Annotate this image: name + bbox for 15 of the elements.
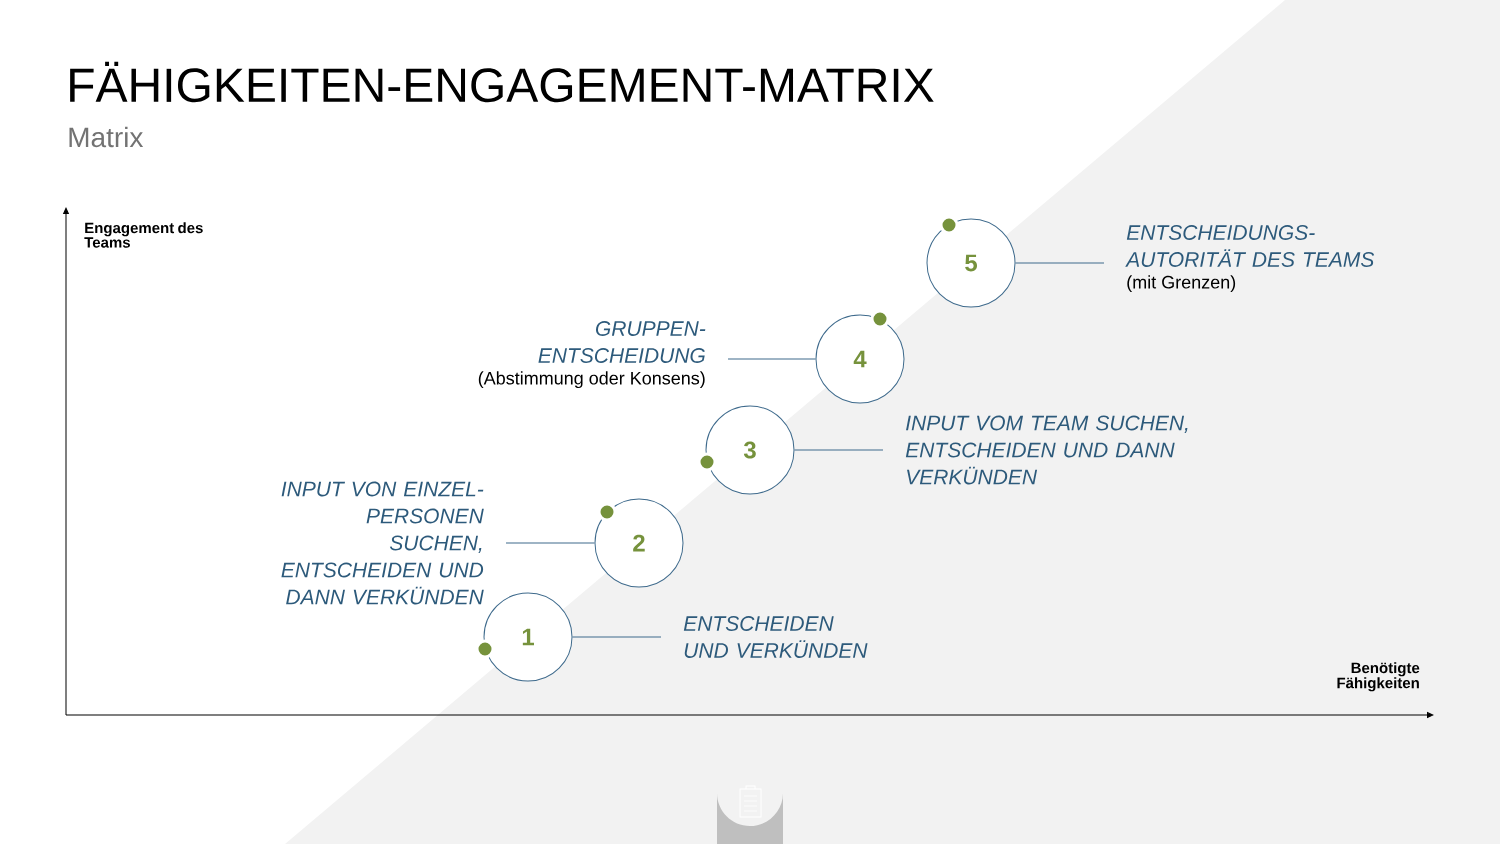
axis-label: Engagement des Teams <box>84 222 203 248</box>
leader-line <box>727 358 816 360</box>
title: FÄHIGKEITEN-ENGAGEMENT-MATRIX <box>70 61 934 103</box>
leader-line <box>794 449 884 451</box>
subtitle: Matrix <box>69 126 144 148</box>
step-label: ENTSCHEIDEN UND VERKÜNDEN <box>683 616 868 658</box>
leader-line <box>572 636 662 638</box>
axis-label: Benötigte Fähigkeiten <box>1337 662 1420 692</box>
note-text: (mit Grenzen) <box>1127 275 1236 293</box>
note-text: (Abstimmung oder Konsens) <box>478 371 705 389</box>
leader-line <box>1015 262 1105 264</box>
step-label: GRUPPEN-ENTSCHEIDUNG <box>538 321 706 363</box>
step-label: INPUT VOM TEAM SUCHEN, ENTSCHEIDEN UND DANN VERKÜNDEN <box>905 415 1188 485</box>
step-label: ENTSCHEIDUNGS-AUTORITÄT DES TEAMS <box>1125 225 1375 267</box>
leader-line <box>505 542 595 544</box>
